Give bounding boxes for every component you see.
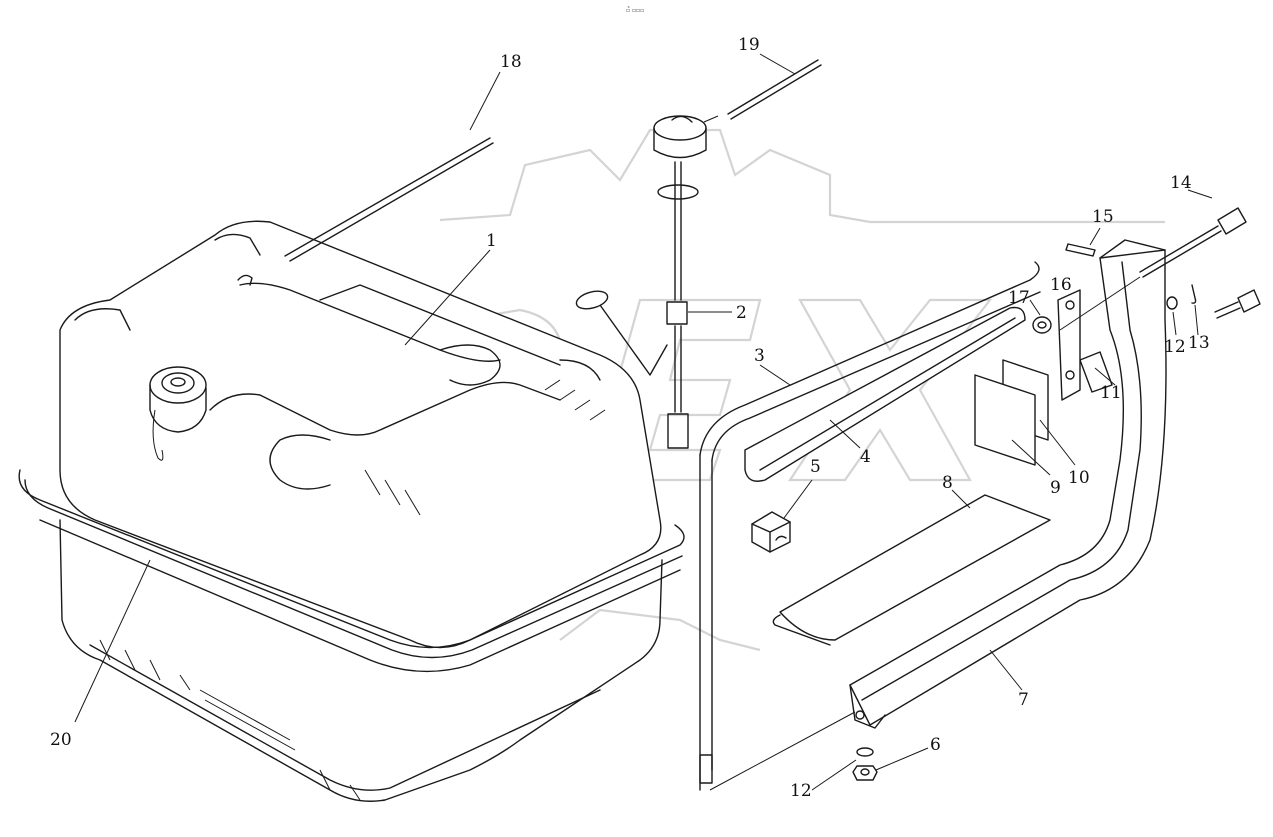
part-labels: 1 2 3 4 5 6 7 8 9 10 11 12 12 13 14 15 1… — [50, 35, 1210, 801]
label-13: 13 — [1188, 333, 1210, 353]
label-15: 15 — [1092, 207, 1114, 227]
part-4-pad — [744, 306, 1026, 482]
part-19-rod — [727, 53, 822, 120]
part-5-clip — [751, 479, 813, 553]
fuel-tank — [18, 220, 685, 802]
label-7: 7 — [1018, 690, 1029, 710]
label-12b: 12 — [790, 781, 812, 801]
label-3: 3 — [754, 346, 765, 366]
part-12-13-washer-pin — [1166, 284, 1199, 336]
part-18-rod — [284, 71, 501, 262]
label-6: 6 — [930, 735, 941, 755]
part-6-12-nut-washer — [811, 747, 929, 791]
part-15-pin — [1065, 227, 1101, 257]
label-10: 10 — [1068, 468, 1090, 488]
label-11: 11 — [1100, 383, 1122, 403]
part-17-nut — [1029, 299, 1052, 334]
label-2: 2 — [736, 303, 747, 323]
bolt-right — [1214, 289, 1261, 319]
label-18: 18 — [500, 52, 522, 72]
parts-9-10-plates — [974, 359, 1076, 476]
part-2-fuel-sender — [575, 115, 732, 449]
label-17: 17 — [1008, 288, 1030, 308]
label-14: 14 — [1170, 173, 1192, 193]
header-code: ▫̊ ▫▫▫ — [626, 7, 644, 14]
part-8-pad — [772, 489, 1051, 646]
part-7-bracket — [849, 239, 1167, 729]
label-5: 5 — [810, 457, 821, 477]
label-4: 4 — [860, 447, 871, 467]
label-20: 20 — [50, 730, 72, 750]
part-11-rod — [1079, 351, 1116, 393]
part-3-strap — [699, 261, 1041, 791]
label-12a: 12 — [1164, 337, 1186, 357]
part-14-bolt — [1139, 189, 1247, 278]
label-16: 16 — [1050, 275, 1072, 295]
label-1: 1 — [486, 231, 497, 251]
part-16-plate — [1057, 289, 1081, 401]
label-19: 19 — [738, 35, 760, 55]
label-9: 9 — [1050, 478, 1061, 498]
label-8: 8 — [942, 473, 953, 493]
